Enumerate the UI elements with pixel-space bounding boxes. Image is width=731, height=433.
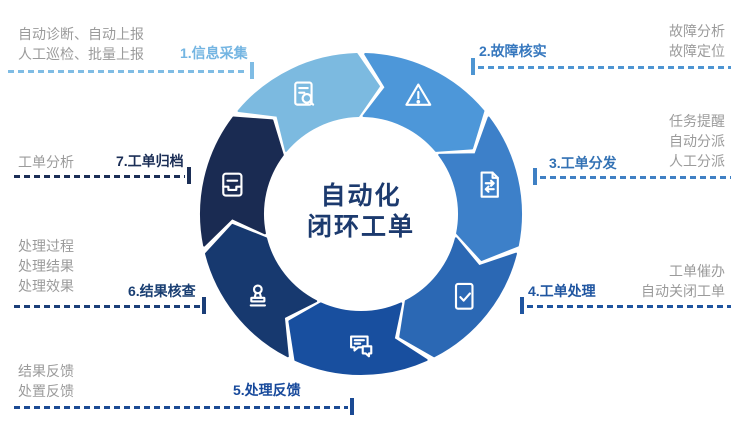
note-line: 自动关闭工单 xyxy=(641,283,725,299)
step-2-label: 2.故障核实 xyxy=(479,43,547,59)
step-5-notes: 结果反馈 处置反馈 xyxy=(18,361,74,401)
note-line: 处理过程 xyxy=(18,238,74,254)
doc-search-icon xyxy=(294,81,315,106)
step-2-notes: 故障分析 故障定位 xyxy=(669,21,725,61)
step-1-callout-line xyxy=(8,70,248,73)
step-3-label: 3.工单分发 xyxy=(549,155,617,171)
step-3-callout-line xyxy=(540,176,731,179)
note-line: 自动诊断、自动上报 xyxy=(18,26,144,42)
step-5-callout-line xyxy=(14,406,348,409)
step-2-callout-tick xyxy=(471,58,475,75)
step-5-label: 5.处理反馈 xyxy=(233,382,301,398)
ring-segment-3 xyxy=(438,116,523,261)
archive-icon xyxy=(222,172,243,197)
note-line: 处理效果 xyxy=(18,278,74,294)
ring-segment-5 xyxy=(288,302,428,375)
step-1-callout-tick xyxy=(250,62,254,79)
note-line: 人工分派 xyxy=(669,153,725,169)
chat-feedback-icon xyxy=(350,335,373,358)
step-7-notes: 工单分析 xyxy=(18,152,74,172)
step-3-notes: 任务提醒 自动分派 人工分派 xyxy=(669,111,725,171)
note-line: 工单催办 xyxy=(669,263,725,279)
center-title-line2: 闭环工单 xyxy=(306,213,416,241)
ring-segment-2 xyxy=(362,53,485,152)
step-6-callout-tick xyxy=(202,297,206,314)
doc-check-icon xyxy=(454,282,474,310)
step-7-callout-tick xyxy=(187,167,191,184)
step-4-callout-line xyxy=(527,305,731,308)
note-line: 处置反馈 xyxy=(18,383,74,399)
step-4-notes: 工单催办 自动关闭工单 xyxy=(641,261,725,301)
step-6-notes: 处理过程 处理结果 处理效果 xyxy=(18,236,74,296)
note-line: 任务提醒 xyxy=(669,113,725,129)
step-6-label: 6.结果核查 xyxy=(128,283,196,299)
ring-segment-4 xyxy=(399,237,517,358)
step-5-callout-tick xyxy=(350,398,354,415)
step-7-callout-line xyxy=(14,175,185,178)
step-1-label: 1.信息采集 xyxy=(180,45,248,61)
step-3-callout-tick xyxy=(533,168,537,185)
note-line: 工单分析 xyxy=(18,154,74,170)
step-1-notes: 自动诊断、自动上报 人工巡检、批量上报 xyxy=(18,24,144,64)
note-line: 自动分派 xyxy=(669,133,725,149)
warning-icon xyxy=(405,83,432,106)
note-line: 故障定位 xyxy=(669,43,725,59)
step-4-label: 4.工单处理 xyxy=(528,283,596,299)
step-2-callout-line xyxy=(478,66,731,69)
note-line: 处理结果 xyxy=(18,258,74,274)
center-title-line1: 自动化 xyxy=(320,182,402,210)
doc-transfer-icon xyxy=(480,171,499,198)
stamp-icon xyxy=(249,284,267,307)
note-line: 故障分析 xyxy=(669,23,725,39)
note-line: 结果反馈 xyxy=(18,363,74,379)
step-4-callout-tick xyxy=(520,297,524,314)
step-7-label: 7.工单归档 xyxy=(116,153,184,169)
note-line: 人工巡检、批量上报 xyxy=(18,46,144,62)
diagram-center-title: 自动化 闭环工单 xyxy=(307,181,415,243)
step-6-callout-line xyxy=(14,305,200,308)
